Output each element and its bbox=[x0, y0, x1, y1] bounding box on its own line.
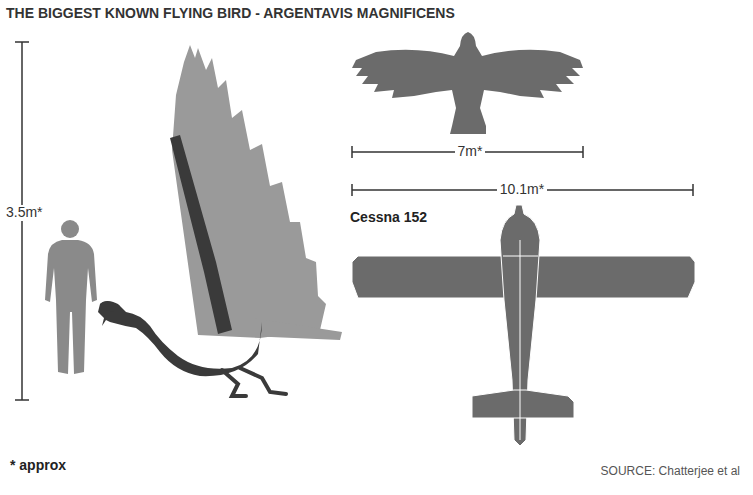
source-note: SOURCE: Chatterjee et al bbox=[601, 465, 740, 478]
dimension-label: 3.5m* bbox=[3, 205, 46, 220]
dimension-label: 10.1m* bbox=[497, 182, 547, 197]
cessna-152 bbox=[352, 205, 695, 446]
dimension-label: 7m* bbox=[455, 144, 486, 159]
aircraft-name: Cessna 152 bbox=[350, 210, 427, 225]
human-silhouette bbox=[45, 220, 97, 374]
title: THE BIGGEST KNOWN FLYING BIRD - ARGENTAV… bbox=[6, 6, 455, 21]
height-dimension bbox=[15, 42, 29, 400]
argentavis-wingspan bbox=[352, 32, 583, 134]
footnote: * approx bbox=[10, 458, 66, 473]
argentavis-standing bbox=[98, 45, 342, 396]
